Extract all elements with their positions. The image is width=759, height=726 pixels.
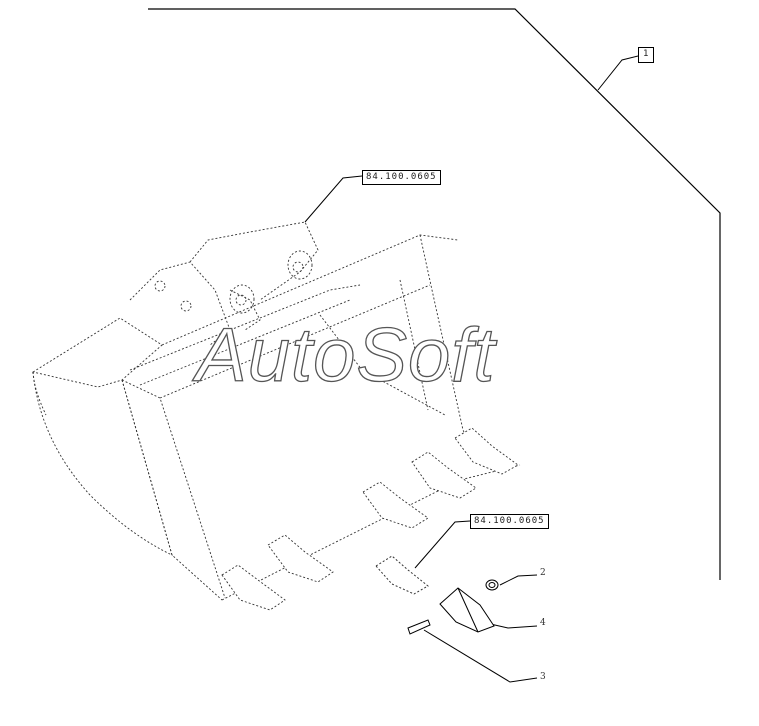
leader-part-3 [423,629,538,683]
leader-bucket [304,175,363,223]
part-number-3: 3 [540,672,546,682]
part-number-4: 4 [540,618,546,628]
leader-part-2 [499,574,538,586]
frame-lines [148,8,721,580]
watermark-text: AutoSoft [195,313,496,398]
pin-part-3 [407,619,431,635]
bucket-teeth [221,427,519,611]
ref-box-top: 1 [638,47,655,63]
tooth-tip-part-4 [439,587,495,633]
exploded-parts [375,555,499,635]
bucket-drawing [31,221,521,601]
leader-tooth [414,520,471,569]
ref-box-bucket: 84.100.0605 [362,170,441,185]
tooth-adapter [375,555,429,595]
part-number-2: 2 [540,568,546,578]
leader-ref-1 [597,55,639,91]
ref-box-tooth: 84.100.0605 [470,514,549,529]
